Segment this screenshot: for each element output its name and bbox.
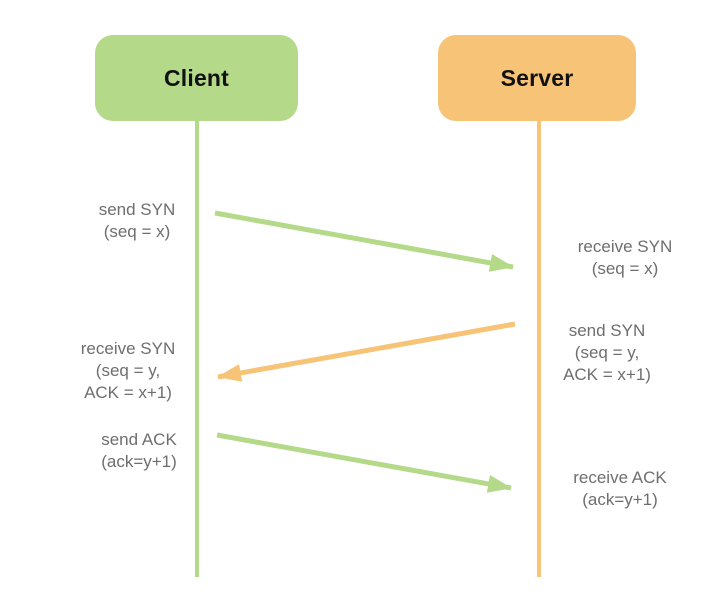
- receive-ack-label: receive ACK (ack=y+1): [573, 468, 667, 509]
- server-actor-label: Server: [500, 64, 574, 91]
- syn-ack-arrow: [217, 321, 516, 382]
- syn-arrow: [214, 210, 514, 272]
- client-actor-label: Client: [163, 64, 230, 91]
- send-syn-ack-label: send SYN (seq = y, ACK = x+1): [563, 321, 651, 384]
- client-actor-box: Client: [95, 35, 298, 121]
- ack-arrow: [216, 432, 512, 493]
- send-syn-label: send SYN (seq = x): [98, 200, 176, 241]
- receive-syn-ack-label: receive SYN (seq = y, ACK = x+1): [80, 339, 176, 402]
- receive-syn-label: receive SYN (seq = x): [577, 237, 673, 278]
- server-actor-box: Server: [438, 35, 636, 121]
- send-ack-label: send ACK (ack=y+1): [101, 430, 177, 471]
